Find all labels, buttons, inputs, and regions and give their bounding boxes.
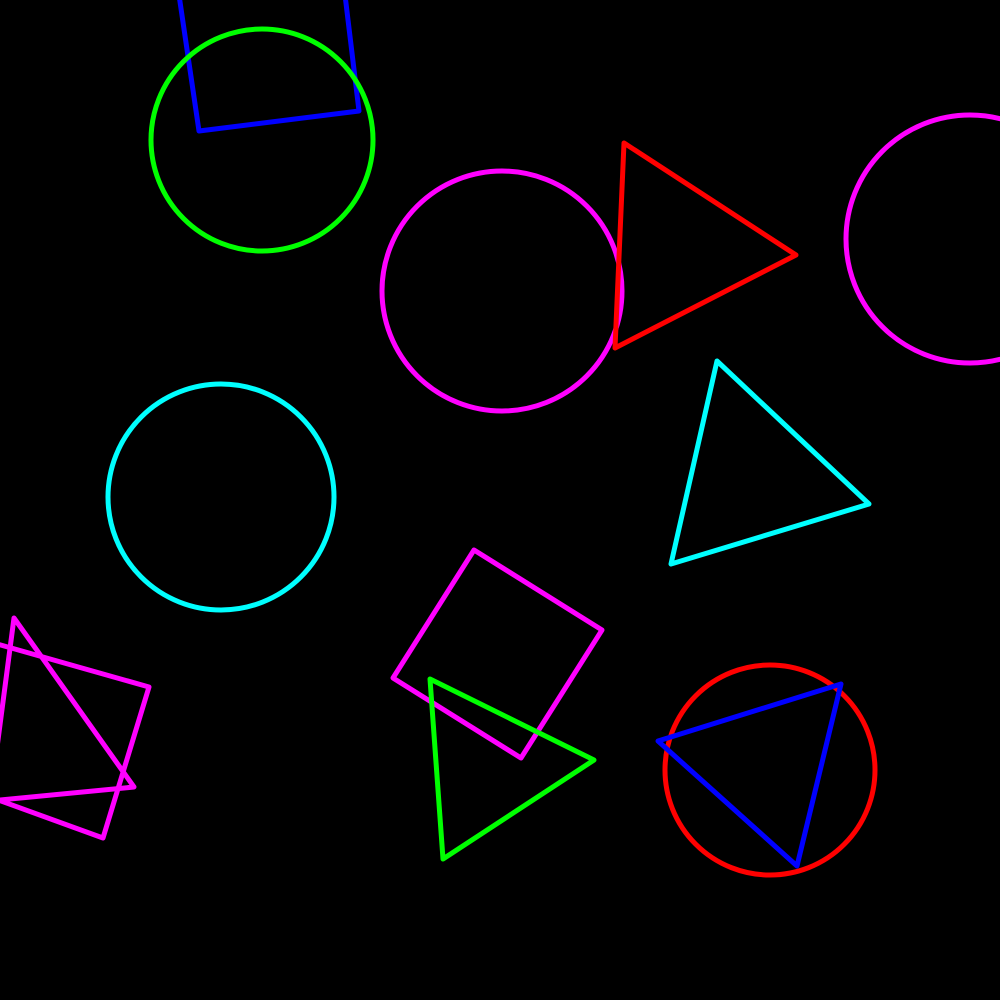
magenta-circle-center bbox=[379, 168, 625, 414]
magenta-square-center bbox=[390, 547, 605, 761]
green-circle-top bbox=[148, 26, 376, 254]
green-triangle-bottom bbox=[427, 676, 597, 862]
magenta-square-left bbox=[0, 642, 152, 841]
red-circle-bottom bbox=[662, 662, 878, 878]
blue-triangle-bottom bbox=[655, 681, 844, 869]
blue-square-top bbox=[177, 0, 362, 134]
cyan-circle-left bbox=[105, 381, 337, 613]
red-triangle-top bbox=[612, 140, 799, 351]
magenta-triangle-left bbox=[0, 615, 137, 803]
magenta-circle-right bbox=[843, 112, 1000, 366]
cyan-triangle-right bbox=[668, 358, 872, 567]
